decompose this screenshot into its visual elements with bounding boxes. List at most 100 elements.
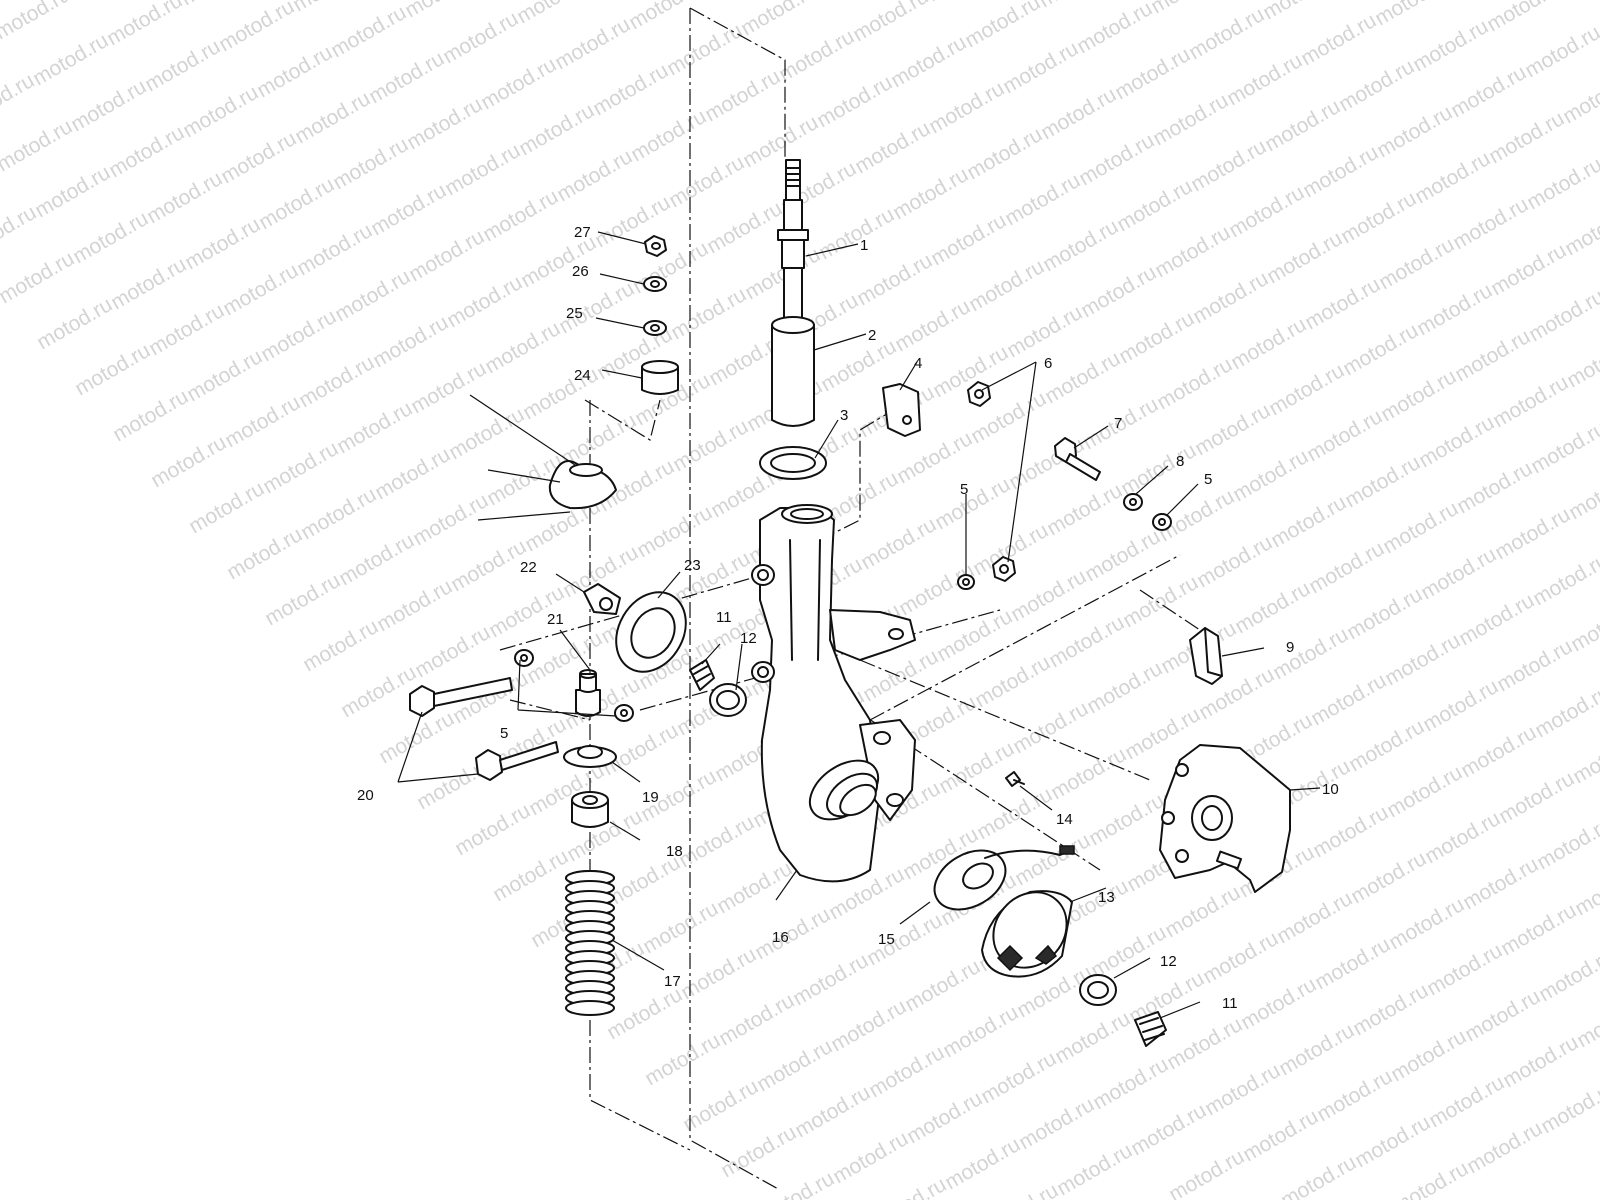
watermark-text: motod.ru xyxy=(477,53,560,114)
watermark-text: motod.ru xyxy=(827,995,910,1056)
watermark-text: motod.ru xyxy=(103,0,186,50)
watermark-text: motod.ru xyxy=(1223,49,1306,110)
watermark-text: motod.ru xyxy=(1525,285,1600,346)
watermark-text: motod.ru xyxy=(1383,761,1466,822)
bolt-lower-left xyxy=(475,741,559,781)
watermark-text: motod.ru xyxy=(1115,307,1198,368)
watermark-text: motod.ru xyxy=(1227,313,1310,374)
watermark-text: motod.ru xyxy=(1309,801,1392,862)
watermark-text: motod.ru xyxy=(1487,239,1570,300)
watermark-text: motod.ru xyxy=(1073,0,1156,58)
watermark-text: motod.ru xyxy=(367,179,450,240)
watermark-text: motod.ru xyxy=(481,317,564,378)
watermark-text: motod.ru xyxy=(331,265,414,326)
watermark-text: motod.ru xyxy=(851,117,934,178)
leader-lines xyxy=(397,231,1321,1019)
watermark-text: motod.ru xyxy=(401,0,484,22)
watermark-text: motod.ru xyxy=(253,41,336,102)
watermark-text: motod.ru xyxy=(1269,623,1352,684)
watermark-text: motod.ru xyxy=(375,707,458,768)
watermark-text: motod.ru xyxy=(1043,479,1126,540)
watermark-text: motod.ru xyxy=(33,293,116,354)
watermark-text: motod.ru xyxy=(259,437,342,498)
callout-9: 9 xyxy=(1286,639,1294,656)
watermark-text: motod.ru xyxy=(891,295,974,356)
watermark-text: motod.ru xyxy=(1011,829,1094,890)
watermark-text: motod.ru xyxy=(933,605,1016,666)
watermark-text: motod.ru xyxy=(1037,83,1120,144)
watermark-text: motod.ru xyxy=(1457,721,1540,782)
watermark-text: motod.ru xyxy=(1337,187,1420,248)
watermark-text: motod.ru xyxy=(299,615,382,676)
watermark-text: motod.ru xyxy=(675,811,758,872)
watermark-text: motod.ru xyxy=(1191,399,1274,460)
sensor-fitting xyxy=(1005,771,1025,787)
watermark-text: motod.ru xyxy=(627,105,710,166)
watermark-text: motod.ru xyxy=(863,909,946,970)
watermark-text: motod.ru xyxy=(1453,457,1536,518)
watermark-text: motod.ru xyxy=(1193,531,1276,592)
callout-6: 6 xyxy=(1044,355,1052,372)
watermark-text: motod.ru xyxy=(1447,61,1530,122)
watermark-text: motod.ru xyxy=(1153,353,1236,414)
watermark-text: motod.ru xyxy=(925,77,1008,138)
watermark-text: motod.ru xyxy=(1265,359,1348,420)
callout-20: 20 xyxy=(357,787,374,804)
watermark-text: motod.ru xyxy=(973,783,1056,844)
watermark-text: motod.ru xyxy=(1311,933,1394,994)
watermark-text: motod.ru xyxy=(1051,1007,1134,1068)
watermark-text: motod.ru xyxy=(67,75,150,136)
watermark-text: motod.ru xyxy=(1229,445,1312,506)
watermark-text: motod.ru xyxy=(641,1029,724,1090)
watermark-text: motod.ru xyxy=(939,1001,1022,1062)
watermark-text: motod.ru xyxy=(1389,1157,1472,1200)
watermark-text: motod.ru xyxy=(667,283,750,344)
watermark-text: motod.ru xyxy=(1375,233,1458,294)
watermark-text: motod.ru xyxy=(451,799,534,860)
watermark-text: motod.ru xyxy=(1077,261,1160,322)
watermark-text: motod.ru xyxy=(1379,497,1462,558)
watermark-text: motod.ru xyxy=(369,311,452,372)
watermark-text: motod.ru xyxy=(1449,193,1532,254)
watermark-text: motod.ru xyxy=(1411,147,1494,208)
callout-13: 13 xyxy=(1098,889,1115,906)
watermark-text: motod.ru xyxy=(219,259,302,320)
watermark-text: motod.ru xyxy=(1499,1031,1582,1092)
watermark-text: motod.ru xyxy=(337,661,420,722)
shock-tube xyxy=(771,316,815,427)
callout-21: 21 xyxy=(547,611,564,628)
watermark-text: motod.ru xyxy=(291,87,374,148)
watermark-text: motod.ru xyxy=(217,127,300,188)
watermark-text: motod.ru xyxy=(903,1087,986,1148)
nut-upper xyxy=(967,381,991,407)
watermark-text: motod.ru xyxy=(489,845,572,906)
watermark-text: motod.ru xyxy=(1163,1013,1246,1074)
callout-18: 18 xyxy=(666,843,683,860)
callout-1: 1 xyxy=(860,237,868,254)
watermark-text: motod.ru xyxy=(1485,107,1568,168)
watermark-text: motod.ru xyxy=(1083,657,1166,718)
watermark-text: motod.ru xyxy=(701,65,784,126)
watermark-text: motod.ru xyxy=(1347,847,1430,908)
spring-cup xyxy=(469,394,617,521)
watermark-text: motod.ru xyxy=(403,93,486,154)
spring-bushing xyxy=(571,791,609,828)
watermark-text: motod.ru xyxy=(479,185,562,246)
nut-top xyxy=(644,235,667,257)
watermark-text: motod.ru xyxy=(181,213,264,274)
watermark-text: motod.ru xyxy=(1147,0,1230,18)
watermark-text: motod.ru xyxy=(439,7,522,68)
coil-spring xyxy=(565,870,615,1016)
watermark-text: motod.ru xyxy=(1189,267,1272,328)
watermark-text: motod.ru xyxy=(1531,681,1600,742)
watermark-text: motod.ru xyxy=(853,249,936,310)
watermark-text: motod.ru xyxy=(1345,715,1428,776)
seal-right xyxy=(1079,974,1117,1006)
watermark-text: motod.ru xyxy=(1493,635,1576,696)
watermark-text: motod.ru xyxy=(923,0,1006,6)
watermark-text: motod.ru xyxy=(1343,583,1426,644)
watermark-text: motod.ru xyxy=(789,949,872,1010)
watermark-text: motod.ru xyxy=(255,173,338,234)
watermark-text: motod.ru xyxy=(1151,221,1234,282)
